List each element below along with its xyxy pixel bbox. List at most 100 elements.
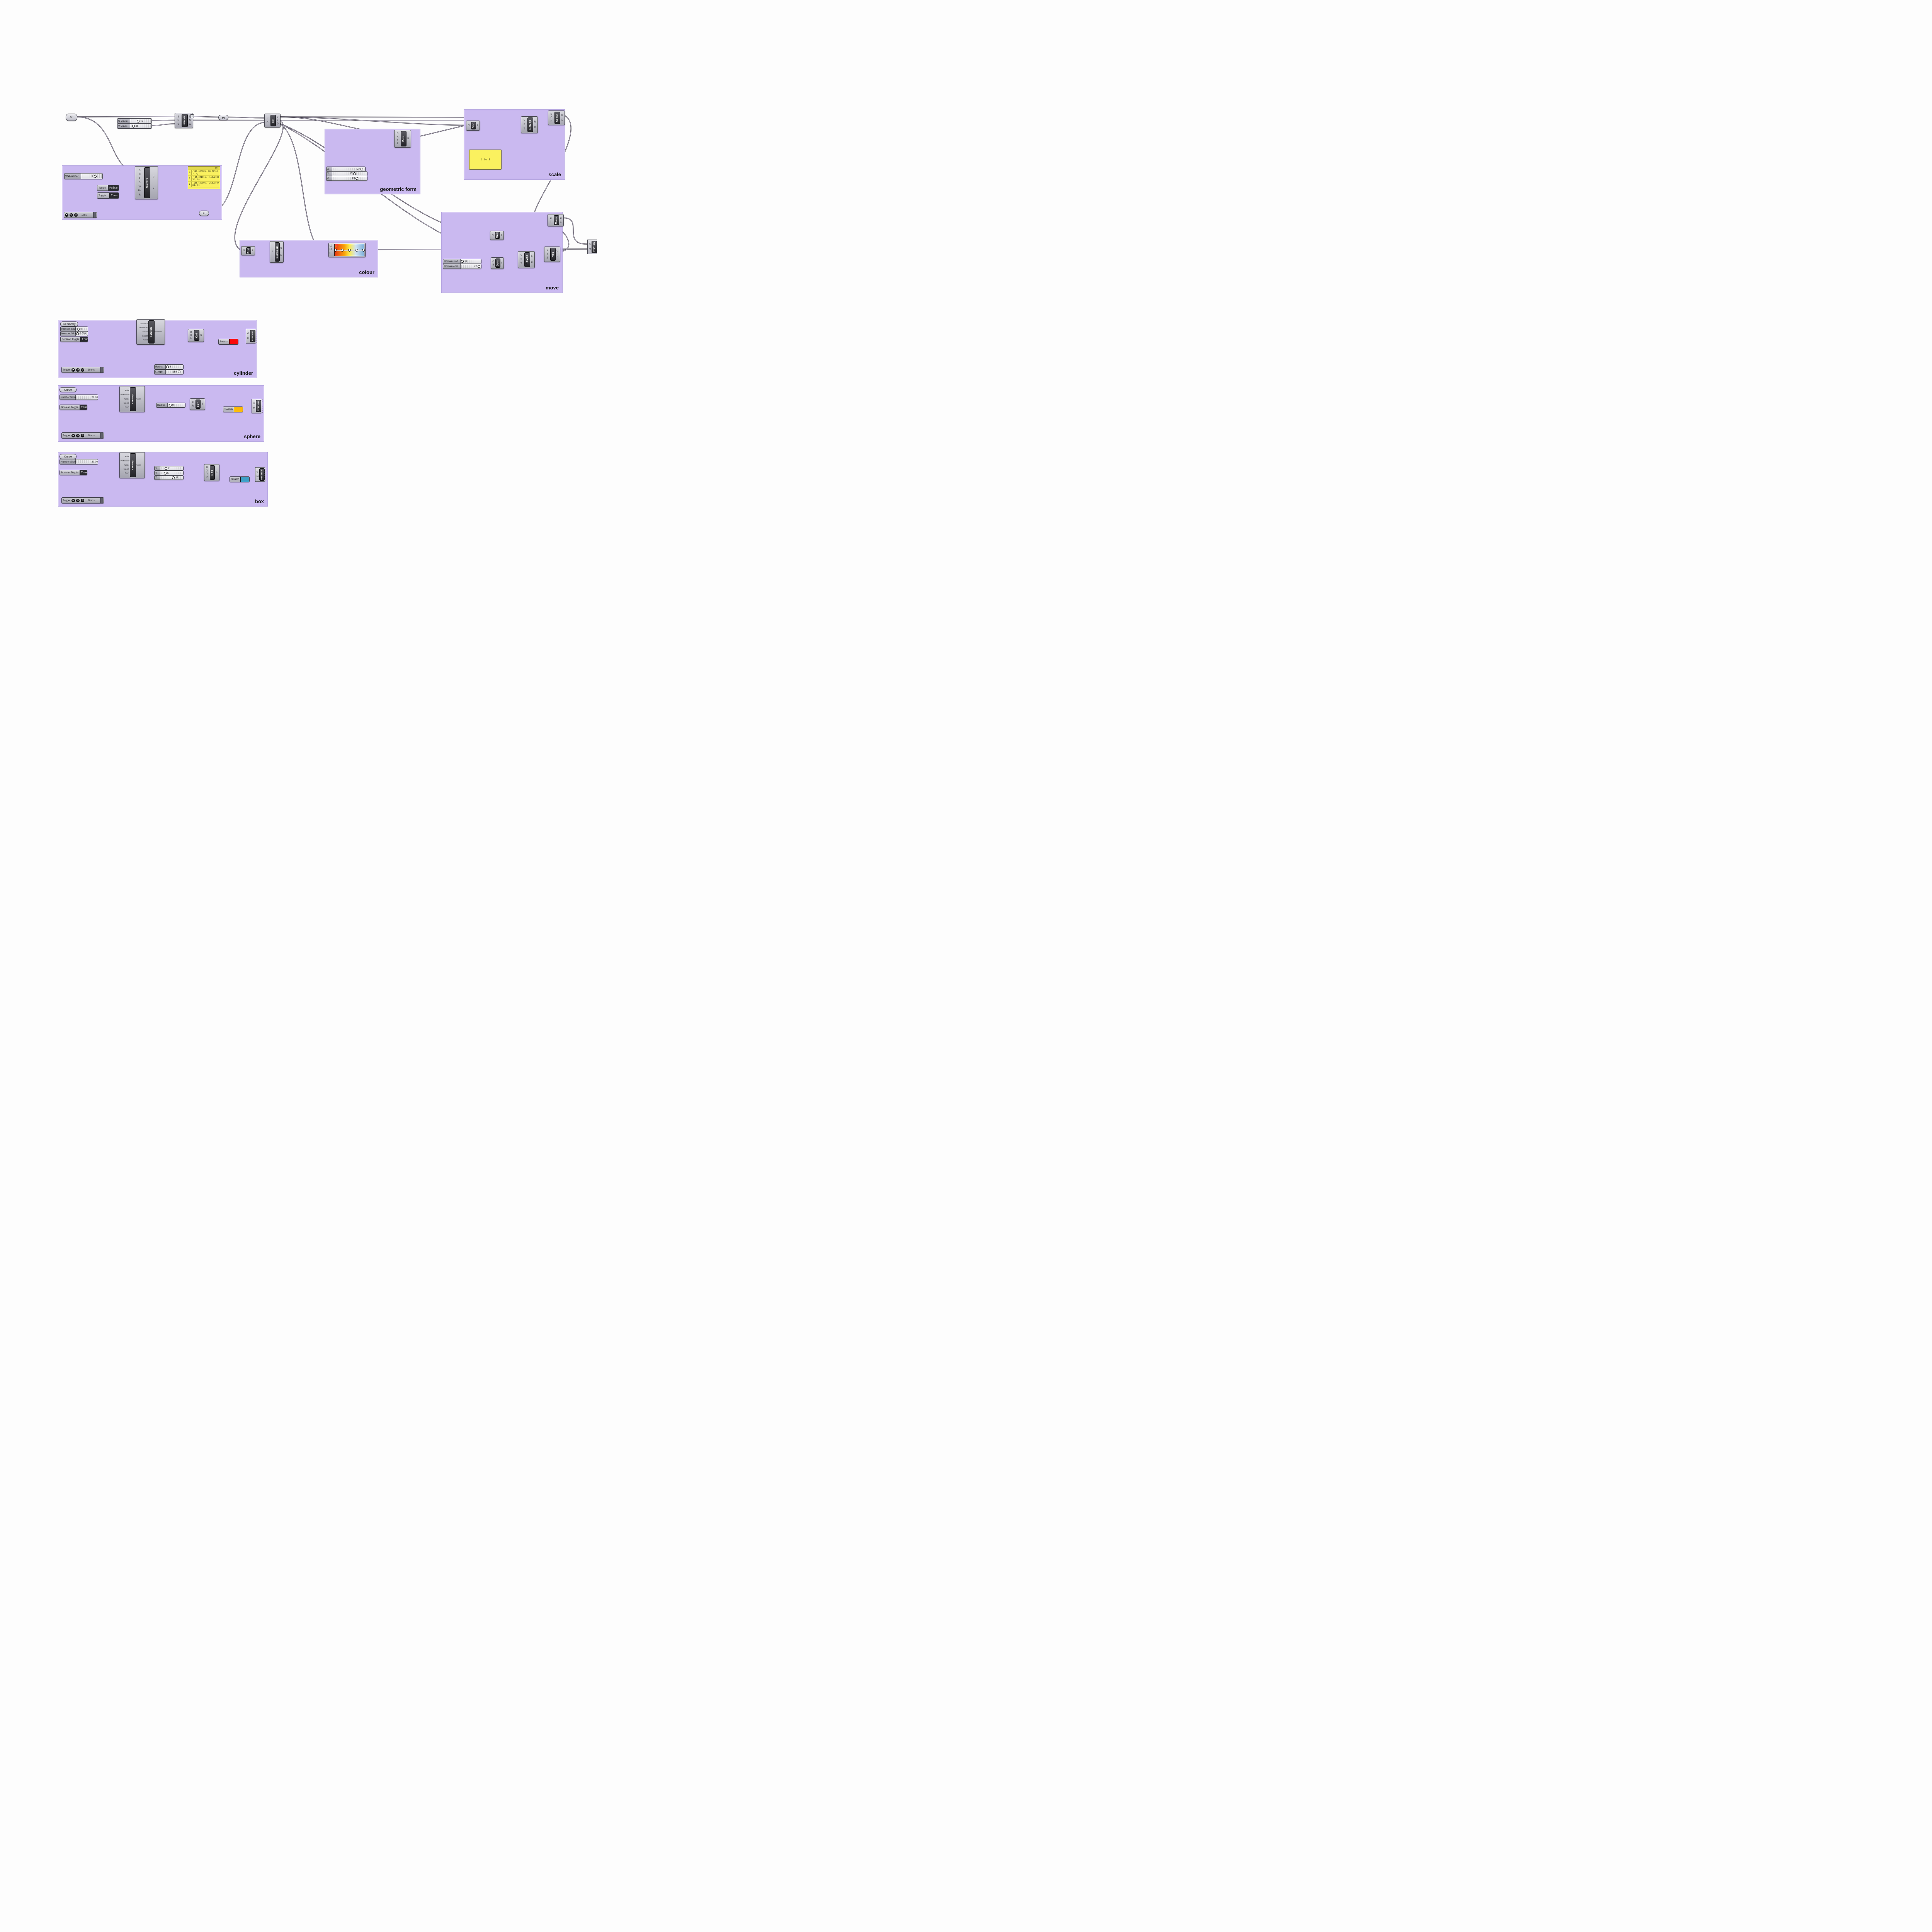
port-M[interactable]: M [247, 337, 249, 340]
component-capsule[interactable]: Vec [550, 248, 556, 261]
slider-grip[interactable] [132, 124, 135, 128]
slider-track[interactable]: 49 [130, 119, 151, 123]
component-capsule[interactable]: CP [270, 115, 276, 126]
port-out-V[interactable]: V [556, 251, 558, 253]
port-out-X[interactable]: X [561, 119, 563, 121]
port-in-S[interactable]: S [523, 124, 525, 126]
swatch-swatch_red[interactable]: Swatch [218, 339, 238, 345]
component-capsule[interactable]: SDivide [182, 114, 188, 127]
gradient-grip[interactable] [362, 249, 365, 252]
port-in-R[interactable]: R [139, 194, 141, 196]
slider-track[interactable]: 20.000 [76, 395, 98, 400]
port-out-C[interactable]: C [200, 334, 202, 337]
swatch-color[interactable] [229, 339, 238, 344]
port-in-Seed[interactable]: Seed [142, 335, 148, 337]
slider-grip[interactable] [353, 172, 356, 175]
slider-track[interactable]: 9 [168, 403, 185, 407]
port-out-B[interactable]: B [216, 471, 218, 474]
toggle-value[interactable]: True [80, 337, 88, 342]
swatch-color[interactable] [234, 407, 243, 412]
port-in-F[interactable]: F [139, 178, 141, 180]
slider-grip[interactable] [94, 175, 97, 178]
timer-handle[interactable] [100, 367, 103, 372]
component-capsule[interactable]: Bnd [246, 247, 251, 254]
slider-track[interactable]: 19 [332, 176, 367, 180]
port-in-B[interactable]: B [492, 264, 494, 266]
port-in-Ra[interactable]: Ra [138, 190, 141, 192]
port-out-uv[interactable]: uv [189, 123, 191, 126]
port-in-Run[interactable]: Run [124, 473, 129, 475]
reset-icon[interactable]: ◷ [70, 213, 73, 217]
port-in-Reset[interactable]: Reset [143, 339, 148, 341]
port-in-Rails[interactable]: Rails [125, 456, 129, 457]
slider-track[interactable]: 3 [81, 173, 102, 179]
port-out-X[interactable]: X [560, 221, 562, 223]
port-in-B[interactable]: B [190, 331, 192, 333]
port-in-B[interactable]: B [192, 401, 194, 403]
gradient-swatch-area[interactable] [334, 244, 365, 256]
slider-track[interactable]: 26 [130, 124, 151, 128]
preview-capsule[interactable]: Preview [250, 330, 256, 342]
panel-panel_points[interactable]: {0}0{190.626985, 28.793862, 0}1{-95.2413… [188, 166, 220, 189]
component-capsule[interactable]: Railway [130, 453, 136, 477]
port-in-F[interactable]: F [551, 120, 552, 122]
port-out-N[interactable]: N [189, 119, 191, 122]
node-sdivide[interactable]: SDivideSUVPNuv↓ [175, 113, 194, 128]
port-in-G[interactable]: G [550, 217, 552, 219]
port-out-I[interactable]: I [501, 262, 502, 264]
port-in-L[interactable]: L [190, 337, 192, 340]
port-in-A[interactable]: A [492, 260, 494, 262]
port-in-Y[interactable]: Y [546, 253, 548, 255]
port-out-I[interactable]: I [252, 250, 253, 252]
preview-capsule[interactable]: Preview [259, 468, 265, 481]
port-in-Seed[interactable]: Seed [123, 468, 129, 471]
port-out-Points[interactable]: Points [136, 464, 141, 466]
record-icon[interactable]: ◎ [81, 498, 85, 502]
port-M[interactable]: M [257, 476, 259, 478]
port-out-B[interactable]: B [407, 138, 409, 140]
play-icon[interactable]: ▶ [71, 368, 75, 372]
port-L0[interactable]: L0 [330, 245, 332, 247]
gradient-grip[interactable] [341, 249, 344, 252]
slider-grip[interactable] [137, 119, 139, 122]
port-in-R[interactable]: R [192, 405, 194, 407]
port-in-Run[interactable]: Run [124, 406, 129, 409]
port-L1[interactable]: L1 [330, 248, 332, 251]
port-in-C[interactable]: C [550, 117, 553, 119]
component-capsule[interactable]: Box [210, 465, 215, 480]
port-in-N[interactable]: N [468, 124, 470, 127]
port-in-B[interactable]: B [206, 466, 208, 469]
port-in-Z[interactable]: Z [397, 143, 398, 145]
port-in-N[interactable]: N [243, 250, 245, 252]
component-capsule[interactable]: Sph [196, 400, 201, 409]
node-curve_sph[interactable]: Curve [60, 387, 77, 392]
toggle-value[interactable]: False [107, 185, 119, 190]
port-out-S[interactable]: S [201, 403, 203, 405]
toggle-value[interactable]: True [79, 405, 87, 410]
toggle-value[interactable]: True [79, 470, 87, 475]
slider-track[interactable]: 158 [166, 370, 183, 374]
port-out-D[interactable]: D [277, 123, 279, 125]
port-in-Geometry[interactable]: Geometry [139, 323, 148, 325]
port-G[interactable]: G [247, 333, 249, 335]
node-geometry_pill[interactable]: Geometry [60, 321, 78, 327]
port-in-PtsNumber[interactable]: PtsNumber [121, 460, 129, 462]
